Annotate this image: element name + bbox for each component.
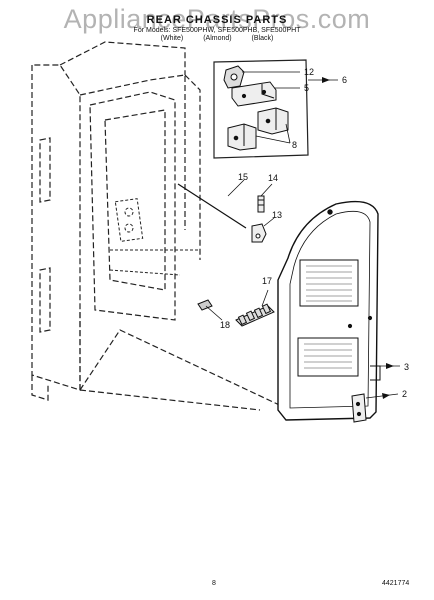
watermark: AppliancePartsPros.com bbox=[63, 4, 371, 34]
part-8-bracket-left bbox=[227, 123, 257, 151]
document-code: 4421774 bbox=[382, 580, 410, 587]
part-17-terminal-block bbox=[235, 289, 275, 327]
part-13-clamp bbox=[251, 217, 275, 243]
model-list: For Models: SFE500PHW, SFE500PHB, SFE500… bbox=[133, 27, 301, 34]
color-list: (White) (Almond) (Black) bbox=[0, 35, 434, 42]
callout-2: 2 bbox=[402, 389, 407, 399]
arrow-2 bbox=[382, 393, 390, 399]
arrow-6 bbox=[322, 77, 330, 83]
leader-2 bbox=[365, 393, 399, 399]
arrow-3 bbox=[386, 363, 394, 369]
callout-6: 6 bbox=[342, 75, 347, 85]
callout-13: 13 bbox=[272, 210, 282, 220]
callout-14: 14 bbox=[268, 173, 278, 183]
color-almond: (Almond) bbox=[203, 35, 232, 42]
part-3-rear-panel bbox=[277, 200, 381, 421]
callout-5: 5 bbox=[304, 83, 309, 93]
callout-15: 15 bbox=[238, 172, 248, 182]
callout-3: 3 bbox=[404, 362, 409, 372]
page-title: REAR CHASSIS PARTS bbox=[146, 14, 288, 26]
part-8-bracket-right bbox=[257, 107, 289, 135]
page-header: REAR CHASSIS PARTS For Models: SFE500PHW… bbox=[0, 6, 434, 42]
color-black: (Black) bbox=[251, 35, 274, 42]
range-body-outline bbox=[31, 41, 291, 411]
inset-box bbox=[213, 59, 309, 159]
part-5-bracket bbox=[231, 81, 277, 107]
part-12-clip bbox=[223, 65, 245, 89]
part-18-screw bbox=[197, 299, 223, 321]
callout-17: 17 bbox=[262, 276, 272, 286]
part-15-wire bbox=[177, 179, 247, 229]
callout-8: 8 bbox=[292, 140, 297, 150]
callout-18: 18 bbox=[220, 320, 230, 330]
range-body-details bbox=[109, 198, 200, 276]
color-white: (White) bbox=[160, 35, 184, 42]
part-14-plug bbox=[257, 183, 273, 213]
page-number: 8 bbox=[212, 580, 216, 587]
callout-12: 12 bbox=[304, 67, 314, 77]
part-2-bracket bbox=[351, 393, 367, 423]
